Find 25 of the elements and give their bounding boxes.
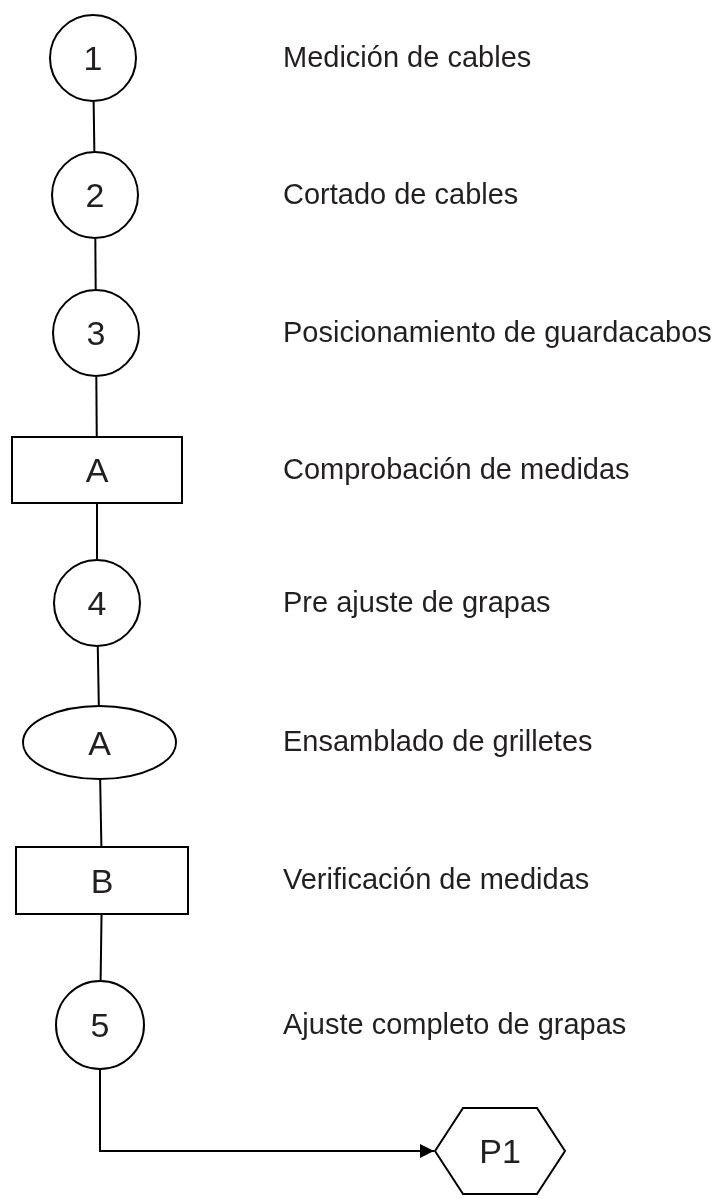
connector-line xyxy=(96,646,100,706)
connector-line xyxy=(99,914,103,981)
step-description: Ensamblado de grilletes xyxy=(283,727,593,756)
step-description: Verificación de medidas xyxy=(283,865,590,894)
connector-line xyxy=(99,779,103,847)
step-symbol-label: A xyxy=(88,725,111,760)
step-symbol-label: A xyxy=(85,453,109,487)
step-symbol-label: 5 xyxy=(90,1008,110,1042)
step-description: Medición de cables xyxy=(283,43,532,72)
connector-line xyxy=(95,376,98,437)
step-symbol-label: 3 xyxy=(86,316,106,350)
arrow xyxy=(99,1069,435,1158)
connector-line xyxy=(94,238,97,290)
step-description: Posicionamiento de guardacabos xyxy=(283,318,712,347)
step-symbol-label: B xyxy=(90,863,114,898)
step-symbol-label: 4 xyxy=(87,586,107,620)
step-description: Pre ajuste de grapas xyxy=(283,588,551,617)
step-symbol-label: 2 xyxy=(85,178,105,212)
step-description: Comprobación de medidas xyxy=(283,455,630,484)
step-description: Ajuste completo de grapas xyxy=(283,1010,627,1039)
step-symbol-label: P1 xyxy=(479,1134,521,1168)
step-symbol-label: 1 xyxy=(83,41,103,75)
connector-line xyxy=(96,503,98,560)
step-description: Cortado de cables xyxy=(283,180,519,209)
connector-line xyxy=(92,101,96,152)
